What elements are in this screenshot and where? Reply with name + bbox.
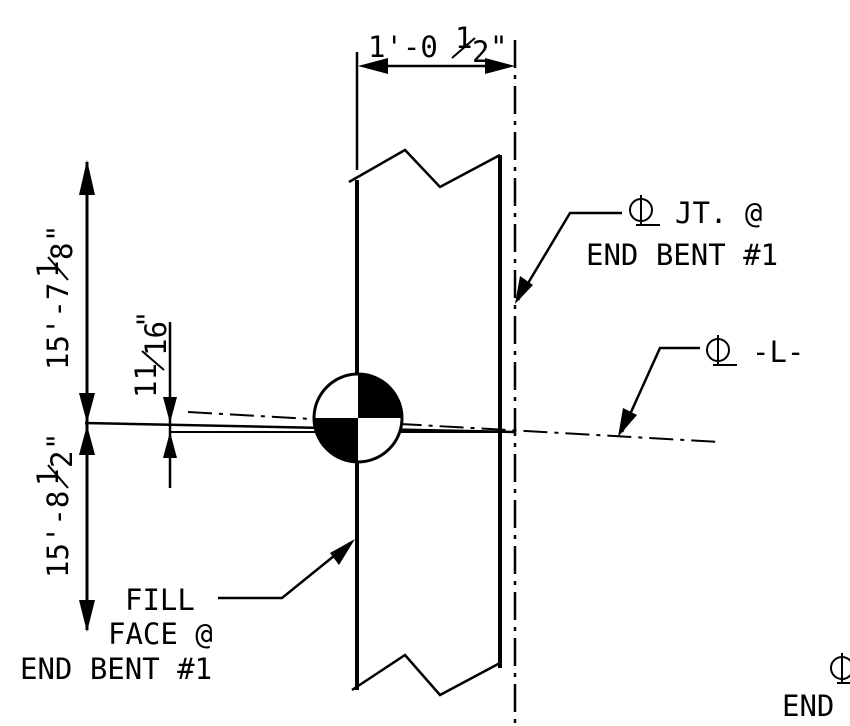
- callout-cl-joint-leader: [516, 211, 622, 301]
- top-break-line: [348, 148, 501, 189]
- offset-num: 11: [129, 363, 163, 398]
- centerline-L: [187, 411, 721, 443]
- callout-cl-L: -L-: [618, 335, 804, 437]
- callout-cl-L-arrowhead: [618, 408, 637, 437]
- callout-fill-face-arrowhead: [330, 539, 355, 565]
- upper-arrowhead-bottom: [79, 393, 95, 423]
- offset-arrowhead-bottom: [163, 432, 177, 458]
- callout-fill-face: FILL FACE @ END BENT #1: [20, 539, 355, 686]
- workpoint-fill-bottom-left: [314, 418, 358, 462]
- upper-height-slash: [47, 256, 69, 281]
- centerline-symbol-partial: [830, 653, 850, 684]
- offset-slash: [141, 350, 165, 371]
- callout-cl-joint-line2: END BENT #1: [586, 238, 778, 272]
- width-arrowhead-right: [485, 58, 515, 74]
- lower-height-num: 1: [31, 469, 65, 486]
- upper-height-label-group: 15'-7 1 8 ": [31, 225, 79, 370]
- partial-callout-label: END: [782, 689, 834, 723]
- callout-cl-joint: JT. @ END BENT #1: [515, 195, 778, 304]
- centerline-symbol-jt: [629, 195, 660, 226]
- width-frac-slash: [451, 37, 476, 59]
- width-frac-num: 1: [455, 21, 472, 55]
- lower-height-inch: ": [41, 433, 75, 450]
- lower-height-slash: [47, 464, 69, 489]
- upper-height-den: 8: [45, 243, 79, 260]
- vertical-dimensions: 15'-7 1 8 " 15'-8 1 2 ": [31, 160, 95, 632]
- callout-fill-line2: FACE @: [108, 617, 213, 651]
- centerline-symbol-L: [706, 335, 737, 366]
- upper-arrowhead-top: [79, 160, 95, 195]
- callout-cl-joint-arrowhead: [515, 276, 533, 304]
- workpoint-symbol: [312, 372, 404, 464]
- lower-height-label: 15'-8: [41, 491, 75, 578]
- lower-arrowhead-bottom: [79, 600, 95, 632]
- offset-dimension: 11 16 ": [129, 311, 177, 488]
- offset-den: 16: [139, 321, 173, 356]
- upper-height-label: 15'-7: [41, 283, 75, 370]
- callout-fill-line3: END BENT #1: [20, 652, 212, 686]
- callout-fill-line1: FILL: [125, 583, 195, 617]
- width-inch-mark: ": [490, 30, 507, 64]
- callout-cl-L-label: -L-: [752, 335, 804, 369]
- lower-height-label-group: 15'-8 1 2 ": [31, 433, 79, 578]
- workpoint-fill-top-right: [358, 374, 402, 418]
- callout-cl-joint-line1: JT. @: [675, 196, 762, 230]
- offset-label-group: 11 16 ": [129, 311, 173, 398]
- width-frac-den: 2: [472, 35, 489, 69]
- offset-inch: ": [131, 311, 165, 328]
- lower-arrowhead-top: [79, 425, 95, 455]
- callout-fill-face-leader: [218, 542, 351, 600]
- reference-line: [84, 421, 516, 434]
- callout-cl-L-leader: [620, 346, 700, 433]
- upper-height-num: 1: [31, 261, 65, 278]
- width-dimension: 1'-0 1 2 ": [355, 21, 515, 170]
- offset-arrowhead-top: [163, 397, 177, 423]
- lower-height-den: 2: [45, 451, 79, 468]
- width-label: 1'-0: [368, 30, 438, 64]
- upper-height-inch: ": [41, 225, 75, 242]
- partial-callout-bottom-right: END: [782, 653, 850, 723]
- bottom-break-line: [351, 653, 501, 697]
- width-arrowhead-left: [358, 58, 388, 74]
